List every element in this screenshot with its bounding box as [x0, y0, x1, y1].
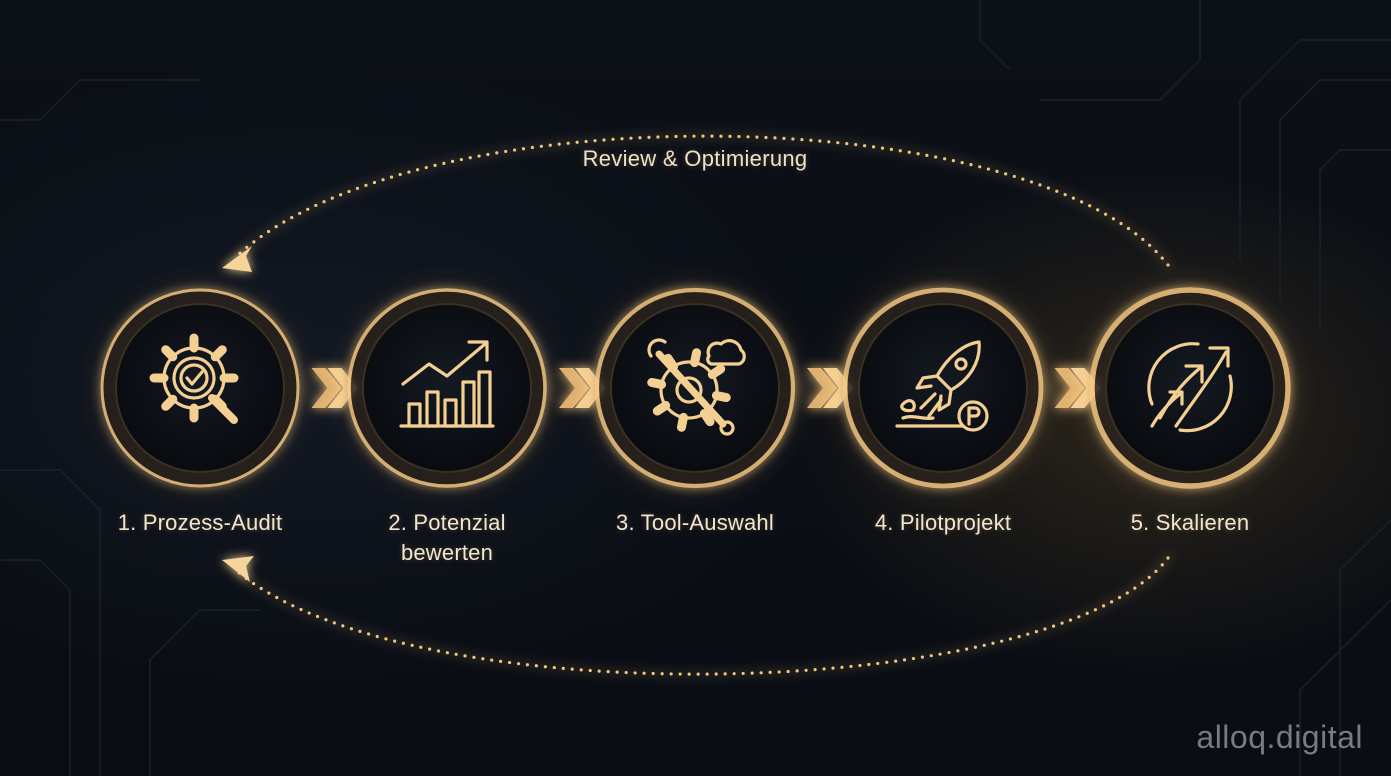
step-label-4: 4. Pilotprojekt [874, 510, 1012, 535]
arrowhead-bottom-icon [222, 556, 254, 582]
scaling-arrows-icon [1147, 342, 1233, 433]
brand-logo: alloq.digital [1196, 719, 1363, 755]
step-label-1: 1. Prozess-Audit [117, 510, 283, 535]
gear-magnifier-check-icon [149, 333, 239, 424]
rocket-launch-icon [895, 340, 989, 432]
step-label-5: 5. Skalieren [1130, 510, 1250, 535]
step-node-1 [91, 279, 309, 497]
step-label-3: 3. Tool-Auswahl [616, 510, 774, 535]
loop-label: Review & Optimierung [582, 146, 808, 171]
step-node-2 [338, 279, 556, 497]
bar-chart-growth-icon [399, 340, 495, 428]
step-node-4 [834, 279, 1052, 497]
arrowhead-top-icon [222, 246, 252, 272]
loop-arc-top [222, 134, 1170, 272]
step-label-2: 2. Potenzial bewerten [388, 510, 506, 565]
loop-arc-bottom [222, 556, 1170, 676]
step-node-3 [586, 279, 804, 497]
gear-wrench-cloud-icon [647, 338, 746, 436]
step-node-5 [1081, 279, 1299, 497]
steps-layer [91, 279, 1299, 497]
